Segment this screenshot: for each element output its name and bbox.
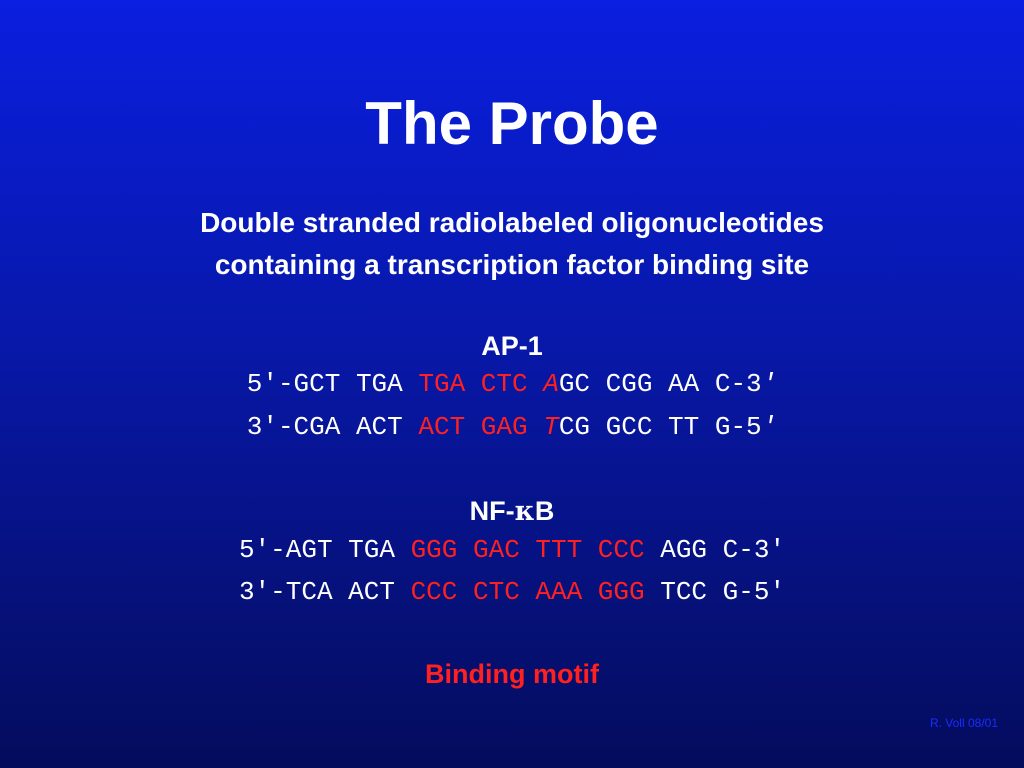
ap1-sense-end-mark: ′ bbox=[761, 369, 778, 399]
nfkb-sense-suffix: AGG C-3′ bbox=[644, 535, 786, 565]
nfkb-antisense-motif: CCC CTC AAA GGG bbox=[410, 577, 645, 607]
nfkb-antisense-suffix: TCC G-5′ bbox=[644, 577, 786, 607]
subtitle-line-1: Double stranded radiolabeled oligonucleo… bbox=[200, 207, 824, 238]
subtitle-line-2: containing a transcription factor bindin… bbox=[214, 249, 810, 280]
ap1-sense-motif: TGA CTC bbox=[418, 369, 544, 399]
ap1-sense-suffix: GC CGG AA C-3 bbox=[558, 369, 762, 399]
nfkb-heading-suffix: B bbox=[534, 496, 555, 526]
ap1-antisense-end-mark: ′ bbox=[761, 412, 778, 442]
nfkb-heading: NF-κB bbox=[0, 494, 1024, 529]
nfkb-sense-motif: GGG GAC TTT CCC bbox=[410, 535, 645, 565]
ap1-antisense-motif: ACT GAG bbox=[418, 412, 544, 442]
author-credit: R. Voll 08/01 bbox=[929, 716, 998, 730]
kappa-symbol: κ bbox=[514, 496, 535, 527]
binding-motif-legend: Binding motif bbox=[425, 659, 599, 689]
ap1-antisense-motif-italic: T bbox=[543, 412, 559, 442]
ap1-sense-prefix: 5′-GCT TGA bbox=[246, 369, 419, 399]
nfkb-antisense-prefix: 3′-TCA ACT bbox=[238, 577, 411, 607]
slide-subtitle: Double stranded radiolabeled oligonucleo… bbox=[0, 202, 1024, 286]
ap1-antisense-suffix: CG GCC TT G-5 bbox=[558, 412, 762, 442]
nfkb-strand-antisense: 3′-TCA ACT CCC CTC AAA GGG TCC G-5′ bbox=[0, 576, 1024, 608]
nfkb-sense-prefix: 5′-AGT TGA bbox=[238, 535, 411, 565]
nfkb-strand-sense: 5′-AGT TGA GGG GAC TTT CCC AGG C-3′ bbox=[0, 534, 1024, 566]
ap1-strand-antisense: 3′-CGA ACT ACT GAG TCG GCC TT G-5′ bbox=[0, 411, 1024, 443]
ap1-heading: AP-1 bbox=[481, 331, 543, 361]
slide-title: The Probe bbox=[365, 90, 659, 157]
ap1-antisense-prefix: 3′-CGA ACT bbox=[246, 412, 419, 442]
ap1-sense-motif-italic: A bbox=[543, 369, 559, 399]
nfkb-heading-prefix: NF- bbox=[469, 496, 515, 526]
ap1-strand-sense: 5′-GCT TGA TGA CTC AGC CGG AA C-3′ bbox=[0, 368, 1024, 400]
